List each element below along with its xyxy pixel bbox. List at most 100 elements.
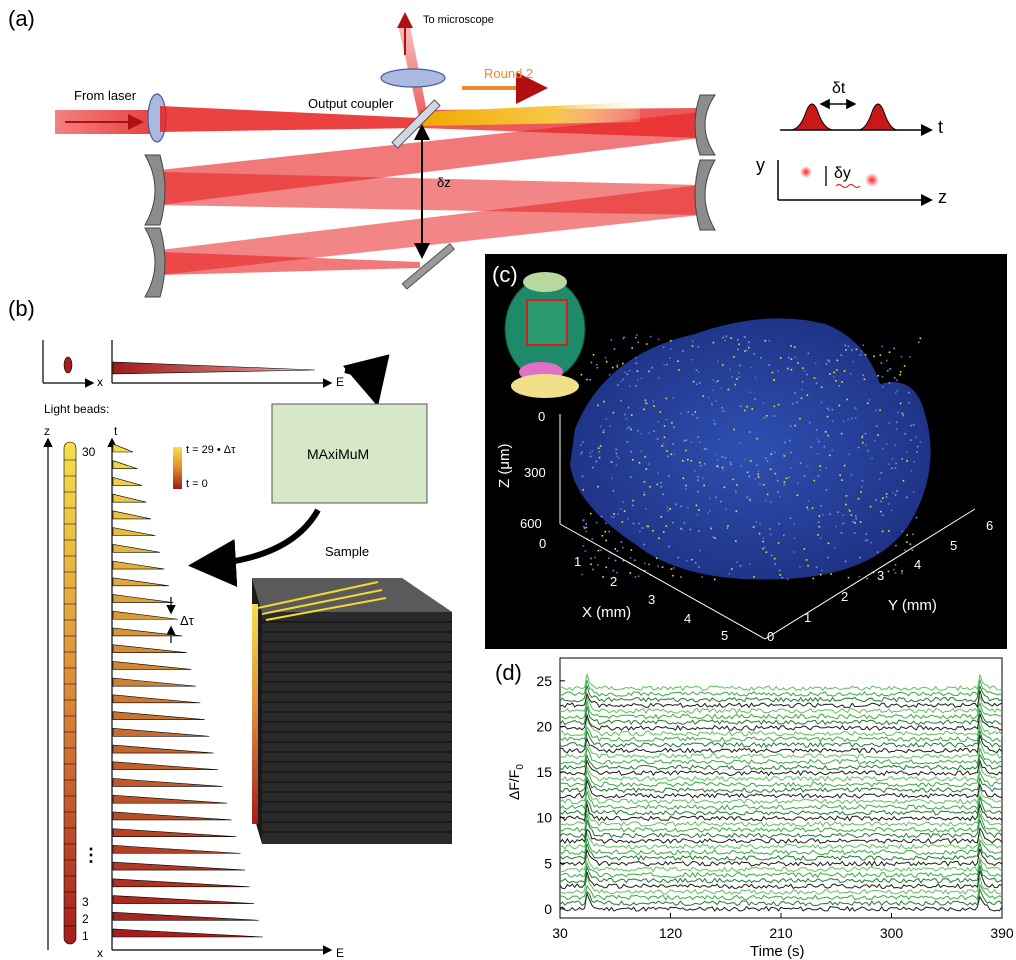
voxel-point [854, 407, 856, 409]
voxel-point [643, 491, 646, 494]
voxel-point [655, 557, 658, 559]
voxel-point [867, 449, 870, 452]
voxel-point [591, 450, 594, 452]
voxel-point [739, 442, 742, 444]
voxel-point [605, 418, 608, 421]
voxel-point [894, 392, 897, 395]
voxel-point [603, 429, 605, 431]
voxel-point [585, 523, 587, 525]
voxel-point [827, 359, 830, 361]
voxel-point [644, 570, 646, 572]
voxel-point [892, 491, 894, 494]
trace-line [559, 802, 1003, 822]
y-tick-label: 15 [536, 764, 552, 780]
voxel-point [697, 490, 699, 493]
voxel-point [603, 400, 605, 403]
voxel-point [614, 559, 617, 562]
voxel-point [631, 347, 633, 349]
voxel-point [857, 497, 860, 500]
voxel-point [769, 528, 771, 530]
voxel-point [812, 577, 815, 580]
voxel-point [776, 479, 779, 482]
voxel-point [703, 462, 706, 465]
voxel-point [582, 488, 585, 491]
voxel-point [597, 485, 599, 488]
voxel-point [914, 436, 917, 439]
voxel-point [581, 441, 584, 444]
voxel-point [746, 496, 749, 499]
voxel-point [694, 561, 697, 564]
voxel-point [788, 476, 790, 479]
voxel-point [811, 507, 814, 509]
voxel-point [790, 345, 792, 347]
voxel-point [663, 436, 666, 439]
voxel-point [673, 453, 676, 456]
voxel-point [632, 458, 634, 461]
light-beads-column [63, 441, 77, 945]
voxel-point [793, 523, 796, 526]
voxel-point [790, 368, 793, 371]
voxel-point [614, 548, 617, 550]
voxel-point [773, 379, 776, 381]
voxel-point [657, 338, 660, 341]
voxel-point [672, 397, 674, 400]
pulse-wedge [112, 828, 237, 837]
voxel-point [893, 347, 895, 350]
voxel-point [836, 359, 839, 362]
trace-line [559, 700, 1003, 720]
voxel-point [738, 343, 740, 346]
voxel-point [610, 515, 613, 518]
voxel-point [769, 533, 772, 536]
voxel-point [833, 546, 836, 549]
voxel-point [870, 541, 873, 544]
voxel-point [697, 479, 699, 482]
voxel-point [869, 505, 872, 508]
voxel-point [855, 517, 857, 520]
voxel-point [908, 391, 910, 394]
voxel-point [702, 395, 705, 398]
voxel-point [891, 458, 894, 460]
voxel-point [687, 411, 689, 413]
voxel-point [842, 420, 845, 422]
voxel-point [632, 504, 634, 507]
voxel-point [846, 398, 849, 401]
voxel-point [592, 466, 594, 469]
voxel-point [827, 409, 830, 411]
voxel-point [625, 417, 628, 420]
voxel-point [717, 465, 719, 468]
voxel-point [581, 475, 584, 478]
to-microscope-label: To microscope [423, 14, 494, 26]
voxel-point [820, 401, 823, 404]
voxel-point [854, 522, 856, 524]
voxel-point [629, 556, 632, 559]
voxel-point [768, 364, 770, 366]
voxel-point [612, 490, 615, 492]
voxel-point [692, 380, 695, 383]
voxel-point [866, 577, 868, 580]
voxel-point [738, 376, 741, 378]
voxel-point [797, 362, 799, 364]
voxel-point [632, 522, 635, 525]
voxel-point [709, 526, 712, 529]
voxel-point [837, 511, 839, 513]
trace-line [559, 865, 1003, 884]
voxel-point [781, 576, 784, 579]
voxel-point [831, 408, 834, 411]
voxel-point [909, 355, 911, 358]
voxel-point [680, 505, 682, 508]
voxel-point [643, 494, 646, 496]
voxel-point [585, 530, 588, 533]
voxel-point [759, 483, 761, 486]
voxel-point [895, 462, 897, 465]
voxel-point [647, 525, 650, 528]
light-beads-label: Light beads: [44, 402, 110, 416]
voxel-point [899, 402, 902, 405]
voxel-point [717, 360, 719, 363]
voxel-point [774, 472, 777, 475]
voxel-point [629, 385, 631, 388]
c-x-tick-0: 0 [539, 536, 547, 551]
voxel-point [712, 341, 715, 344]
voxel-point [766, 460, 769, 462]
voxel-point [685, 487, 687, 490]
voxel-point [690, 441, 693, 443]
